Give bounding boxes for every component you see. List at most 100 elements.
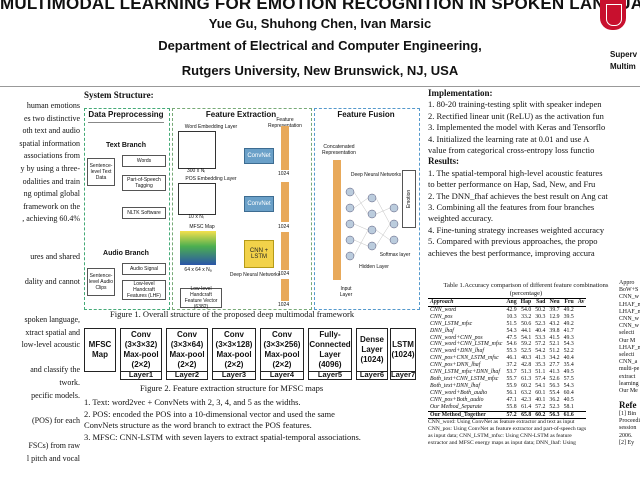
left-fragment bbox=[0, 302, 80, 315]
left-fragment: FSCs) from raw bbox=[28, 441, 80, 451]
sentence-audio-label: Sentence-level Audio Clips bbox=[88, 273, 114, 291]
table-cell: 57.2 bbox=[535, 341, 546, 348]
left-fragment bbox=[0, 226, 80, 239]
pos-tagging-label: Part-of-Speech Tagging bbox=[127, 177, 161, 189]
left-fragment: l pitch and vocal bbox=[26, 453, 80, 463]
table-cell: 57.4 bbox=[535, 375, 546, 382]
fusion-title: Feature Fusion bbox=[337, 110, 395, 119]
nltk-label: NLTK Software bbox=[127, 210, 161, 216]
logo-shield-icon bbox=[606, 4, 622, 26]
table-cell: Both_text+CNN_LSTM_mfsc bbox=[430, 375, 499, 382]
mfsc-map-title: MFSC Map bbox=[189, 224, 215, 230]
pos-embedding-title: POS Embedding Layer bbox=[185, 176, 237, 182]
table-cell: 53.3 bbox=[535, 334, 546, 341]
table-cell: 37.2 bbox=[506, 362, 517, 369]
mfsc-cell-6: Dense Layer (1024) bbox=[356, 328, 388, 372]
table-cell: CNN_pos bbox=[430, 313, 453, 320]
left-fragment: framework on the bbox=[23, 201, 80, 211]
reference-line: [1] Bin bbox=[619, 411, 637, 417]
result-item: 2. The DNN_fhaf achieves the best result… bbox=[428, 190, 608, 201]
table-cell: 52.1 bbox=[549, 341, 560, 348]
result-item: to better performance on Hap, Sad, New, … bbox=[428, 179, 596, 190]
table-cell: 12.9 bbox=[549, 313, 560, 320]
table-cell: 49.2 bbox=[563, 320, 574, 327]
mfsc-cell-4: Conv (3×3×256) Max-pool (2×2) bbox=[260, 328, 304, 372]
table-cell bbox=[576, 390, 587, 397]
mfsc-dim: 64 x 64 x Nₐ bbox=[184, 267, 212, 273]
table-cell: 35.4 bbox=[563, 362, 574, 369]
table-cell bbox=[576, 397, 587, 404]
table-cell: 41.5 bbox=[549, 334, 560, 341]
table-cell: 54.3 bbox=[563, 382, 574, 389]
table-cell: 54.6 bbox=[506, 341, 517, 348]
left-fragment: ng optimal global bbox=[23, 189, 80, 199]
table-cell: 61.3 bbox=[521, 375, 532, 382]
table-cell bbox=[576, 376, 587, 383]
left-fragment bbox=[0, 352, 80, 365]
table-cell: 51.5 bbox=[506, 320, 517, 327]
dnn-title: Deep Neural Networks bbox=[229, 272, 281, 278]
table-cell: 55.9 bbox=[506, 382, 517, 389]
nltk-box: NLTK Software bbox=[122, 207, 166, 219]
header-divider bbox=[0, 86, 640, 87]
words-box: Words bbox=[122, 155, 166, 167]
note-item: 3. MFSC: CNN-LSTM with seven layers to e… bbox=[84, 431, 361, 442]
results-heading: Results: bbox=[428, 156, 459, 167]
concat-title: Concatenated Representation bbox=[322, 144, 356, 156]
right-edge-line: Our M bbox=[619, 337, 636, 344]
left-fragment: human emotions bbox=[26, 101, 80, 110]
result-item: 4. Fine-tuning strategy increases weight… bbox=[428, 224, 605, 235]
words-label: Words bbox=[136, 158, 152, 164]
pos-dim: 10 x Nᵢ bbox=[188, 214, 204, 220]
table-cell: CNN_pos+DNN_lhaf bbox=[430, 362, 481, 369]
left-fragment bbox=[0, 289, 80, 302]
table-cell: 60.1 bbox=[535, 389, 546, 396]
table-cell: 55.4 bbox=[549, 389, 560, 396]
right-edge-line: LHAF_m bbox=[619, 344, 640, 351]
table-cell: 44.1 bbox=[521, 327, 532, 334]
mfsc-cell-0: MFSC Map bbox=[84, 328, 116, 372]
impl-item: 3. Implemented the model with Keras and … bbox=[428, 122, 606, 133]
table-cell: 55.8 bbox=[506, 403, 517, 410]
dnn-fusion-title: Deep Neural Networks bbox=[350, 172, 402, 178]
feature-rep-bar-4 bbox=[281, 279, 289, 301]
table-cell: 39.5 bbox=[563, 313, 574, 320]
table-cell: 49.3 bbox=[563, 334, 574, 341]
layer-label-7: Layer7 bbox=[390, 370, 416, 380]
left-fragment: ures and shared bbox=[30, 252, 80, 262]
table-cell: 54.3 bbox=[563, 341, 574, 348]
right-edge-line: LHAF_n bbox=[619, 308, 640, 315]
table-cell bbox=[576, 362, 587, 369]
table-footnote: as input data; CNN_LSTM_mfsc: Using CNN-… bbox=[428, 433, 572, 439]
figure-1-caption: Figure 1. Overall structure of the propo… bbox=[110, 309, 355, 319]
table-cell bbox=[576, 383, 587, 390]
left-fragment: , achieving 60.4% bbox=[22, 214, 80, 224]
note-item: 1. Text: word2vec + ConvNets with 2, 3, … bbox=[84, 397, 301, 407]
table-cell bbox=[576, 341, 587, 348]
table-footnotes: CNN_word: Using ConvNet as feature extra… bbox=[428, 419, 628, 446]
system-structure-heading: System Structure: bbox=[84, 90, 154, 100]
cnn-lstm-label: CNN + LSTM bbox=[249, 248, 269, 260]
table-cell: 56.1 bbox=[506, 389, 517, 396]
table-cell: 53.7 bbox=[506, 369, 517, 376]
lhf-vector-box: Low-level Handcraft Feature Vector (6382… bbox=[180, 286, 222, 310]
left-fragment: es two distinctive bbox=[24, 113, 80, 123]
audio-branch-title: Audio Branch bbox=[103, 250, 149, 257]
layer-label-1: Layer1 bbox=[120, 370, 162, 380]
table-cell bbox=[576, 369, 587, 376]
right-edge-line: BoW+S bbox=[619, 287, 639, 294]
reference-line: 2006. bbox=[619, 432, 633, 439]
right-edge-line: Appro bbox=[619, 280, 635, 286]
result-item: achieves the best performance, improving… bbox=[428, 247, 595, 258]
supervisor-line: Superv bbox=[610, 50, 638, 59]
table-cell: 54.0 bbox=[521, 306, 532, 313]
preprocessing-title: Data Preprocessing bbox=[88, 110, 164, 119]
hidden-layer-label: Hidden Layer bbox=[359, 264, 389, 270]
table-cell: 61.4 bbox=[521, 403, 532, 410]
